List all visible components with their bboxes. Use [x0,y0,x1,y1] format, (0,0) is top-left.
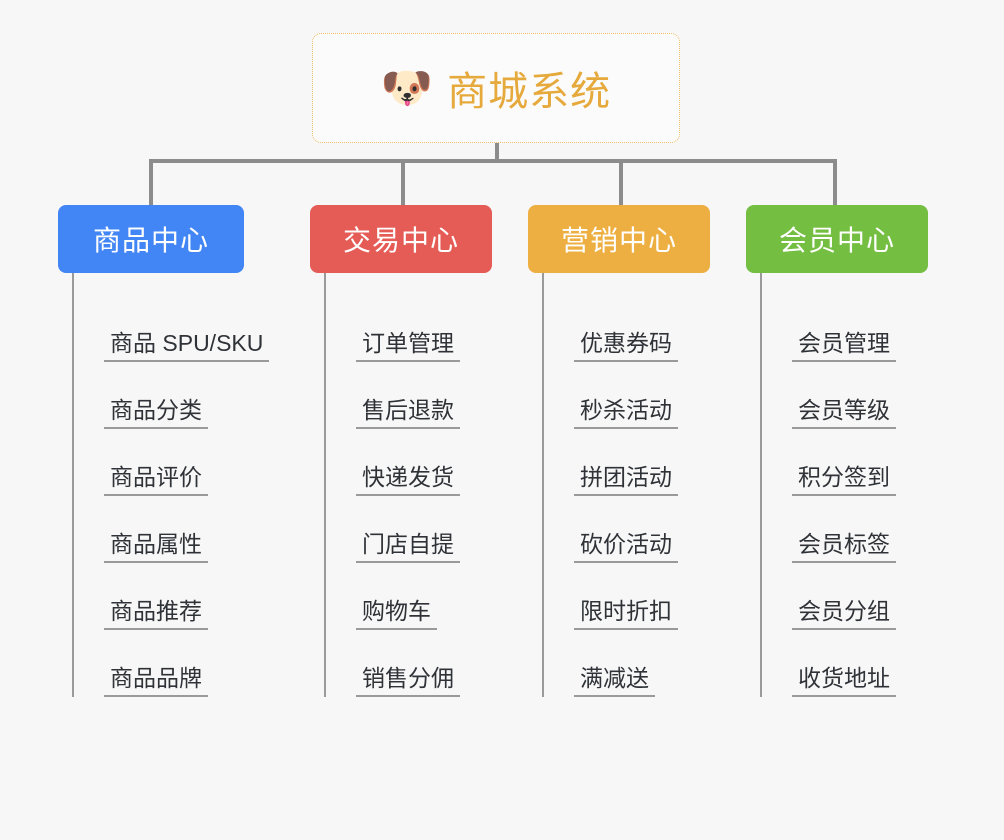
leaf-item[interactable]: 购物车 [326,563,492,630]
leaf-item[interactable]: 限时折扣 [544,563,710,630]
leaf-item-label: 会员等级 [792,397,896,429]
leaf-item[interactable]: 商品品牌 [74,630,244,697]
branch-column-4: 会员中心会员管理会员等级积分签到会员标签会员分组收货地址 [746,205,928,697]
leaf-item-label: 订单管理 [356,330,460,362]
connector-horizontal-bus [149,159,835,163]
leaf-item[interactable]: 商品 SPU/SKU [74,295,270,362]
leaf-item[interactable]: 会员管理 [762,295,928,362]
leaf-item[interactable]: 商品属性 [74,496,244,563]
leaf-item[interactable]: 优惠券码 [544,295,710,362]
dog-face-emoji: 🐶 [380,63,434,112]
category-label: 交易中心 [342,225,459,256]
category-label: 营销中心 [560,225,677,256]
category-box-4[interactable]: 会员中心 [746,205,928,273]
leaf-item[interactable]: 商品推荐 [74,563,244,630]
leaf-item-label: 购物车 [356,598,437,630]
branch-column-3: 营销中心优惠券码秒杀活动拼团活动砍价活动限时折扣满减送 [528,205,710,697]
leaf-item-label: 满减送 [574,665,655,697]
leaf-item-label: 拼团活动 [574,464,678,496]
leaf-item[interactable]: 拼团活动 [544,429,710,496]
leaf-item-label: 销售分佣 [356,665,460,697]
leaf-item[interactable]: 收货地址 [762,630,928,697]
leaf-item[interactable]: 砍价活动 [544,496,710,563]
category-label: 会员中心 [778,225,895,256]
branch-column-2: 交易中心订单管理售后退款快递发货门店自提购物车销售分佣 [310,205,492,697]
leaf-item[interactable]: 商品分类 [74,362,244,429]
branch-spine-2: 订单管理售后退款快递发货门店自提购物车销售分佣 [324,273,492,697]
branch-spine-4: 会员管理会员等级积分签到会员标签会员分组收货地址 [760,273,928,697]
connector-drop-3 [619,159,623,207]
category-box-2[interactable]: 交易中心 [310,205,492,273]
leaf-item[interactable]: 积分签到 [762,429,928,496]
root-title: 商城系统 [447,70,612,114]
connector-drop-1 [149,159,153,207]
leaf-item[interactable]: 秒杀活动 [544,362,710,429]
leaf-item-label: 砍价活动 [574,531,678,563]
leaf-item-label: 商品评价 [104,464,208,496]
branch-spine-3: 优惠券码秒杀活动拼团活动砍价活动限时折扣满减送 [542,273,710,697]
leaf-item[interactable]: 会员分组 [762,563,928,630]
leaf-item-label: 商品分类 [104,397,208,429]
leaf-item-label: 收货地址 [792,665,896,697]
leaf-item-label: 会员标签 [792,531,896,563]
leaf-item-label: 快递发货 [356,464,460,496]
leaf-item[interactable]: 会员标签 [762,496,928,563]
leaf-item-label: 门店自提 [356,531,460,563]
root-node[interactable]: 🐶 商城系统 [312,33,680,143]
leaf-item-label: 商品推荐 [104,598,208,630]
connector-drop-4 [833,159,837,207]
leaf-item-label: 售后退款 [356,397,460,429]
leaf-item-label: 优惠券码 [574,330,678,362]
branch-column-1: 商品中心商品 SPU/SKU 商品分类商品评价商品属性商品推荐商品品牌 [58,205,270,697]
leaf-item-label: 限时折扣 [574,598,678,630]
leaf-item[interactable]: 快递发货 [326,429,492,496]
connector-drop-2 [401,159,405,207]
branch-spine-1: 商品 SPU/SKU 商品分类商品评价商品属性商品推荐商品品牌 [72,273,270,697]
leaf-item-label: 会员管理 [792,330,896,362]
leaf-item-label: 秒杀活动 [574,397,678,429]
leaf-item[interactable]: 门店自提 [326,496,492,563]
leaf-item-label: 商品品牌 [104,665,208,697]
leaf-item[interactable]: 会员等级 [762,362,928,429]
leaf-item-label: 会员分组 [792,598,896,630]
leaf-item[interactable]: 订单管理 [326,295,492,362]
leaf-item[interactable]: 销售分佣 [326,630,492,697]
leaf-item[interactable]: 售后退款 [326,362,492,429]
category-box-3[interactable]: 营销中心 [528,205,710,273]
connector-root-stem [495,143,499,161]
category-box-1[interactable]: 商品中心 [58,205,244,273]
leaf-item-label: 商品 SPU/SKU [104,330,270,362]
leaf-item-label: 商品属性 [104,531,208,563]
leaf-item-label: 积分签到 [792,464,896,496]
leaf-item[interactable]: 满减送 [544,630,710,697]
category-label: 商品中心 [92,225,209,256]
leaf-item[interactable]: 商品评价 [74,429,244,496]
